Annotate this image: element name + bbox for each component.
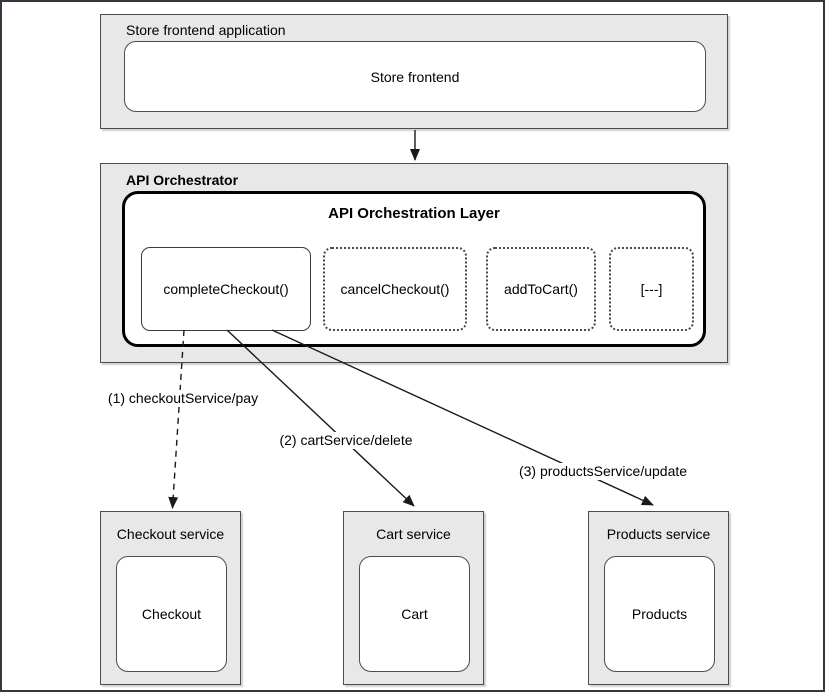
group-store-frontend-application: Store frontend application Store fronten… [100,14,728,129]
node-checkout: Checkout [116,556,227,672]
method-node-cancelCheckout-label: cancelCheckout() [340,281,450,297]
group-products-service: Products service Products [588,511,729,685]
node-checkout-label: Checkout [141,606,202,622]
method-node-ellipsis: [---] [609,247,694,331]
group-products-service-label: Products service [606,526,711,542]
group-api-orchestrator-label: API Orchestrator [126,172,239,188]
group-cart-service: Cart service Cart [343,511,484,685]
group-api-orchestrator: API Orchestrator API Orchestration Layer… [100,163,728,363]
api-orchestration-layer-title: API Orchestration Layer [328,205,500,222]
node-cart-label: Cart [401,606,428,622]
method-node-ellipsis-label: [---] [640,281,663,297]
connector-label-cartService-delete: (2) cartService/delete [275,432,417,449]
method-node-completeCheckout-label: completeCheckout() [163,281,289,297]
node-cart: Cart [359,556,470,672]
node-store-frontend: Store frontend [124,41,706,112]
method-node-completeCheckout: completeCheckout() [141,247,311,331]
node-products-label: Products [631,606,688,622]
group-checkout-service-label: Checkout service [116,526,225,542]
group-store-frontend-application-label: Store frontend application [126,22,286,38]
group-checkout-service: Checkout service Checkout [100,511,241,685]
node-store-frontend-label: Store frontend [370,68,460,85]
connector-label-productsService-update: (3) productsService/update [514,463,692,480]
api-orchestration-layer: API Orchestration Layer completeCheckout… [122,191,706,347]
method-node-addToCart-label: addToCart() [504,281,578,297]
group-cart-service-label: Cart service [376,526,451,542]
method-node-addToCart: addToCart() [486,247,596,331]
method-node-cancelCheckout: cancelCheckout() [323,247,467,331]
node-products: Products [604,556,715,672]
connector-label-checkoutService-pay: (1) checkoutService/pay [103,390,263,407]
